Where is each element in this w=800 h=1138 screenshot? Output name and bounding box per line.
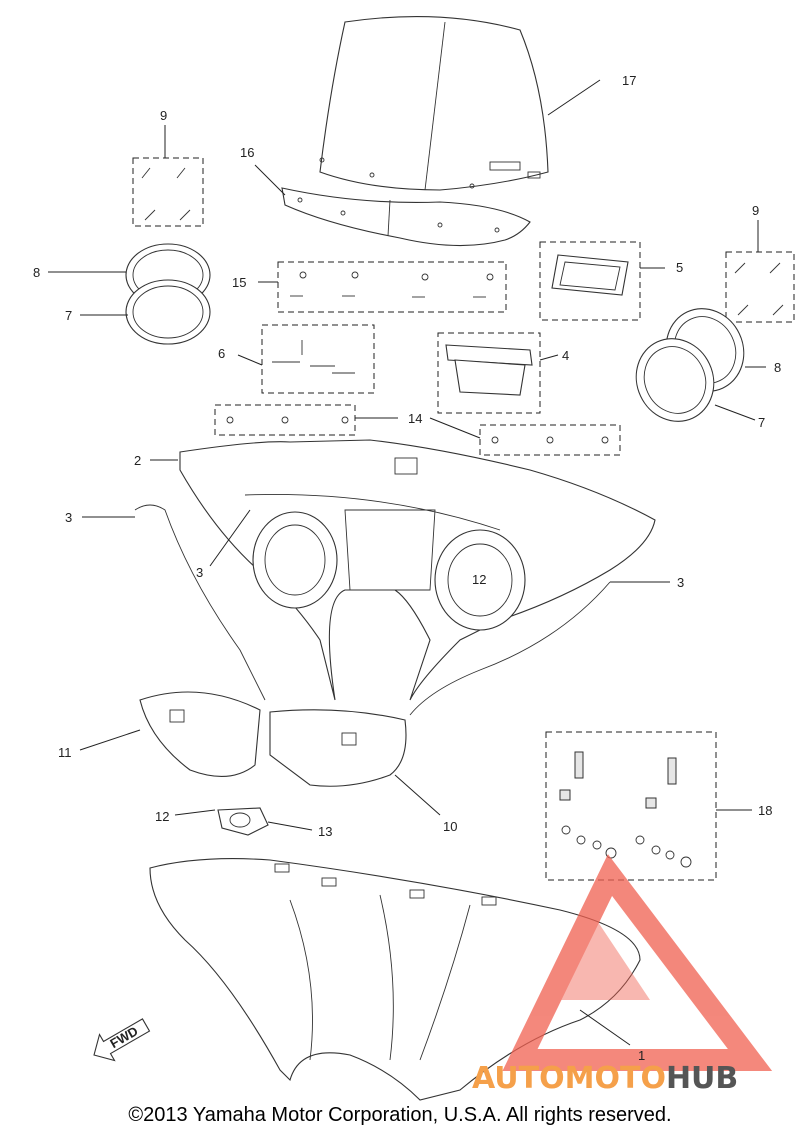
forward-arrow-icon: FWD <box>93 1018 151 1062</box>
callout-2: 2 <box>134 453 141 468</box>
callout-9-right: 9 <box>752 203 759 218</box>
callout-8-right: 8 <box>774 360 781 375</box>
hardware-kit-6 <box>261 324 375 394</box>
mount-plate <box>217 807 269 836</box>
inner-fairing <box>179 439 656 701</box>
callout-15: 15 <box>232 275 246 290</box>
copyright-notice: ©2013 Yamaha Motor Corporation, U.S.A. A… <box>128 1104 672 1126</box>
callout-18: 18 <box>758 803 772 818</box>
hardware-kit-14-left <box>214 404 356 436</box>
radio-bracket <box>437 332 541 414</box>
callout-4: 4 <box>562 348 569 363</box>
screw-kit-left <box>132 157 204 227</box>
watermark-text: AUTOMOTOHUB <box>472 1061 738 1096</box>
callout-11: 11 <box>58 745 72 760</box>
windshield-trim <box>281 187 531 247</box>
right-cover <box>269 709 407 787</box>
callout-labels: 9 9 8 7 15 6 5 4 8 7 14 2 3 3 3 12 17 16… <box>33 73 781 1063</box>
weatherstrip-center <box>244 493 501 531</box>
callout-1: 1 <box>638 1048 645 1063</box>
callout-16: 16 <box>240 145 254 160</box>
callout-7-left: 7 <box>65 308 72 323</box>
callout-3-left: 3 <box>65 510 72 525</box>
callout-5: 5 <box>676 260 683 275</box>
weatherstrip-left <box>134 504 266 701</box>
callout-3-center: 3 <box>196 565 203 580</box>
speaker-rings-right <box>635 308 745 422</box>
hardware-kit-14-right <box>479 424 621 456</box>
callout-3-right: 3 <box>677 575 684 590</box>
hardware-kit-18 <box>545 731 717 881</box>
callout-14: 14 <box>408 411 422 426</box>
watermark-logo <box>502 854 773 1071</box>
windshield <box>319 16 549 191</box>
callout-12-fairing: 12 <box>472 572 486 587</box>
callout-9-left: 9 <box>160 108 167 123</box>
leader-lines <box>48 79 766 1046</box>
callout-6: 6 <box>218 346 225 361</box>
screw-kit-right <box>725 251 795 323</box>
callout-10: 10 <box>443 819 457 834</box>
callout-8-left: 8 <box>33 265 40 280</box>
speaker-rings-left <box>125 243 211 345</box>
left-cover <box>139 691 261 777</box>
callout-13: 13 <box>318 824 332 839</box>
callout-12-plate: 12 <box>155 809 169 824</box>
outer-fairing <box>149 858 641 1101</box>
hardware-kit-15 <box>277 261 507 313</box>
weatherstrip-right <box>409 581 611 716</box>
callout-7-right: 7 <box>758 415 765 430</box>
display-bezel <box>539 241 641 321</box>
callout-17: 17 <box>622 73 636 88</box>
